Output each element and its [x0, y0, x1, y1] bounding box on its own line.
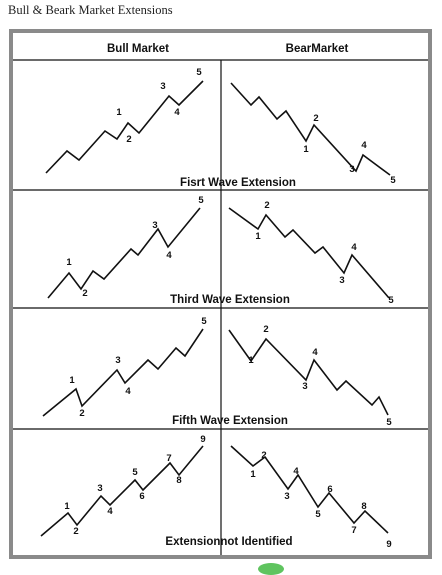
wave-label: 5	[198, 195, 204, 206]
wave-diagram: Bull Market BearMarket 3 5 1 4 2 2 1 4 3…	[13, 43, 428, 555]
wave-label: 2	[79, 408, 84, 419]
wave-label: 3	[349, 164, 354, 175]
wave-label: 2	[82, 288, 87, 299]
row-caption-third-wave: Third Wave Extension	[170, 294, 290, 306]
wave-label: 4	[361, 140, 367, 151]
wave-label: 5	[388, 295, 394, 306]
row-caption-first-wave: Fisrt Wave Extension	[180, 177, 296, 189]
wave-label: 9	[386, 539, 391, 550]
wave-label: 1	[255, 231, 261, 242]
wave-label: 1	[116, 107, 122, 118]
wave-label: 9	[200, 434, 205, 445]
wave-label: 5	[390, 175, 396, 186]
wave-label: 2	[313, 113, 318, 124]
bull-wave-row3	[42, 328, 204, 417]
wave-label: 4	[125, 386, 131, 397]
row-caption-not-identified: Extensionnot Identified	[165, 536, 292, 548]
bull-wave-row1	[45, 80, 204, 174]
bear-wave-row3	[228, 329, 389, 416]
wave-label: 5	[386, 417, 392, 428]
wave-label: 5	[196, 67, 202, 78]
wave-label: 1	[248, 355, 254, 366]
wave-label: 2	[261, 450, 266, 461]
wave-label: 4	[174, 107, 180, 118]
wave-label: 6	[139, 491, 144, 502]
diagram-frame: Bull Market BearMarket 3 5 1 4 2 2 1 4 3…	[9, 29, 432, 559]
bull-wave-row2	[47, 207, 201, 299]
diagram-panel: Bull Market BearMarket 3 5 1 4 2 2 1 4 3…	[13, 33, 428, 555]
wave-label: 3	[302, 381, 307, 392]
wave-label: 2	[264, 200, 269, 211]
wave-label: 5	[201, 316, 207, 327]
bear-wave-row4	[230, 445, 389, 534]
wave-label: 1	[69, 375, 75, 386]
wave-label: 4	[312, 347, 318, 358]
wave-label: 1	[250, 469, 256, 480]
row-caption-fifth-wave: Fifth Wave Extension	[172, 415, 288, 427]
wave-label: 4	[351, 242, 357, 253]
bear-wave-row2	[228, 207, 390, 299]
wave-label: 7	[166, 453, 171, 464]
bear-market-header: BearMarket	[286, 43, 349, 55]
green-logo-fragment	[258, 563, 284, 575]
wave-label: 1	[66, 257, 72, 268]
wave-label: 3	[97, 483, 102, 494]
wave-label: 4	[166, 250, 172, 261]
wave-label: 5	[315, 509, 321, 520]
wave-label: 3	[152, 220, 157, 231]
wave-label: 4	[107, 506, 113, 517]
wave-label: 4	[293, 466, 299, 477]
wave-label: 3	[339, 275, 344, 286]
bear-wave-row1	[230, 82, 391, 176]
wave-label: 2	[263, 324, 268, 335]
wave-label: 6	[327, 484, 332, 495]
wave-label: 3	[115, 355, 120, 366]
wave-label: 8	[361, 501, 366, 512]
wave-label: 5	[132, 467, 138, 478]
wave-label: 2	[126, 134, 131, 145]
wave-label: 7	[351, 525, 356, 536]
wave-label: 3	[160, 81, 165, 92]
wave-label: 8	[176, 475, 181, 486]
wave-label: 1	[64, 501, 70, 512]
bull-market-header: Bull Market	[107, 43, 169, 55]
page-title: Bull & Beark Market Extensions	[8, 3, 173, 17]
bull-wave-row4	[40, 445, 204, 537]
wave-label: 2	[73, 526, 78, 537]
wave-label: 3	[284, 491, 289, 502]
wave-label: 1	[303, 144, 309, 155]
